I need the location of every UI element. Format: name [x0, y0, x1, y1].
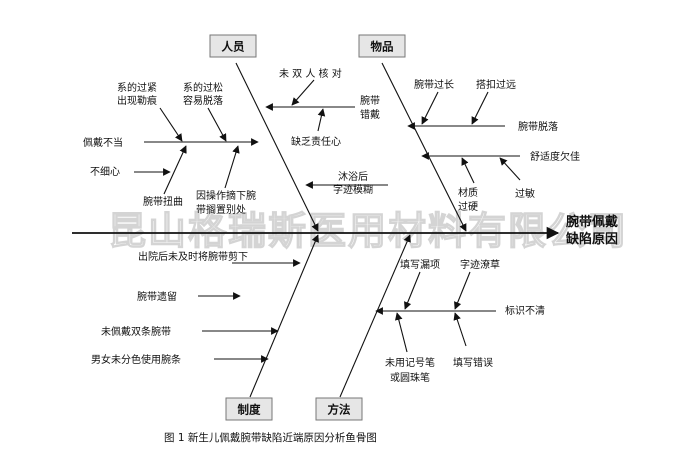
category-box-system — [225, 397, 273, 421]
category-box-people — [209, 34, 257, 58]
cause-no-color: 男女未分色使用腕条 — [91, 353, 181, 366]
cause-too-long: 腕带过长 — [414, 78, 454, 91]
cause-buckle-far: 搭扣过远 — [476, 78, 516, 91]
cause-removed-1: 因操作摘下腕 — [196, 189, 256, 202]
cause-hard-material-2: 过硬 — [458, 200, 478, 213]
cause-scrawl: 字迹潦草 — [460, 258, 500, 271]
category-box-materials — [358, 34, 406, 58]
arrow-wrong-pen — [394, 312, 408, 353]
arrow-allergy — [499, 157, 521, 181]
arrow-twist — [163, 145, 187, 195]
cause-no-responsibility: 缺乏责任心 — [291, 135, 341, 148]
category-box-methods — [315, 397, 363, 421]
category-materials: 物品 — [371, 40, 394, 54]
watermark: 昆山格瑞斯医用材料有限公司 — [108, 209, 628, 253]
arrow-scrawl — [454, 271, 471, 310]
cause-tight-1: 系的过紧 — [117, 81, 157, 94]
cause-mis-wear-2: 错戴 — [360, 108, 380, 121]
cause-tight-2: 出现勒痕 — [117, 94, 157, 107]
arrow-no-responsibility — [317, 108, 326, 132]
arrow-loose — [207, 107, 227, 142]
bone-people — [235, 62, 319, 232]
bone-system — [249, 234, 319, 398]
cause-allergy: 过敏 — [515, 187, 535, 200]
cause-mis-wear-1: 腕带 — [360, 94, 380, 107]
bone-materials — [381, 62, 467, 232]
cause-left-behind: 腕带遗留 — [137, 290, 177, 303]
cause-wrong-pen-2: 或圆珠笔 — [390, 371, 430, 384]
cause-loose-2: 容易脱落 — [183, 94, 223, 107]
cause-omission: 填写漏项 — [400, 258, 440, 271]
cause-comfort: 舒适度欠佳 — [530, 150, 580, 163]
arrow-too-long — [421, 91, 439, 125]
cause-careless: 不细心 — [90, 165, 120, 178]
cause-wrong-fill: 填写错误 — [453, 356, 493, 369]
cause-twist: 腕带扭曲 — [143, 195, 183, 208]
cause-blurred-1: 沐浴后 — [338, 170, 368, 183]
cause-double-band: 未佩戴双条腕带 — [101, 325, 171, 338]
bone-methods — [339, 234, 411, 398]
arrow-omission — [404, 271, 421, 310]
arrow-removed — [224, 145, 240, 189]
cause-hard-material-1: 材质 — [458, 186, 478, 199]
cause-unclear-mark: 标识不清 — [505, 304, 545, 317]
arrow-no-double-check — [291, 79, 315, 106]
cause-blurred-2: 字迹模糊 — [333, 183, 373, 196]
cause-loose-1: 系的过松 — [183, 81, 223, 94]
arrow-buckle-far — [471, 91, 489, 125]
cause-no-double-check: 未 双 人 核 对 — [279, 67, 342, 80]
cause-not-cut: 出院后未及时将腕带剪下 — [138, 250, 248, 263]
category-methods: 方法 — [328, 403, 351, 417]
arrow-tight — [159, 107, 183, 142]
cause-wrong-pen-1: 未用记号笔 — [385, 356, 435, 369]
cause-removed-2: 带搁置别处 — [196, 203, 246, 216]
cause-improper: 佩戴不当 — [83, 136, 123, 149]
figure-caption: 图 1 新生儿佩戴腕带缺陷近端原因分析鱼骨图 — [164, 431, 377, 444]
category-system: 制度 — [238, 403, 261, 417]
arrow-hard-material — [461, 157, 475, 184]
effect-line-1: 腕带佩戴 — [566, 214, 618, 230]
arrow-wrong-fill — [453, 312, 467, 347]
effect-line-2: 缺陷原因 — [565, 231, 618, 247]
category-people: 人员 — [222, 40, 245, 54]
cause-falls-off: 腕带脱落 — [518, 120, 558, 133]
